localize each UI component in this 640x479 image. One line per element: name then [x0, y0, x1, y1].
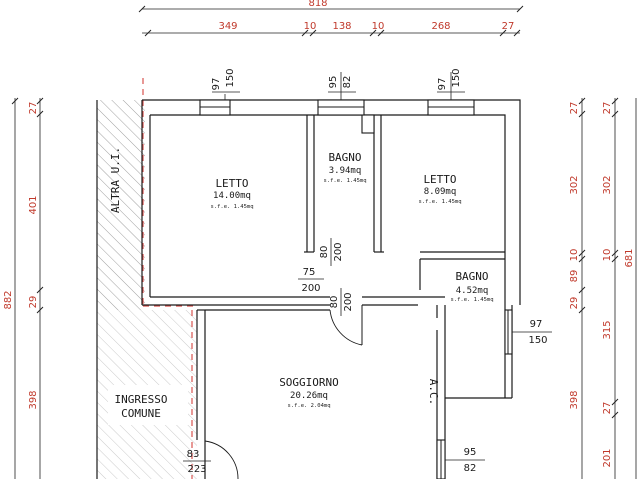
door-4-h: 223 — [187, 464, 206, 475]
room-name: LETTO — [215, 177, 248, 190]
room-area: 4.52mq — [456, 286, 489, 296]
door-1-h: 200 — [333, 242, 344, 261]
room-sfe: s.f.e. 2.04mq — [287, 403, 330, 409]
window-1-h: 150 — [225, 68, 236, 87]
window-5-w: 95 — [464, 447, 477, 458]
dim-left-27: 27 — [28, 102, 39, 115]
left-dimensions: 882 27 401 29 398 — [3, 97, 44, 479]
dim-right-total: 681 — [624, 248, 635, 267]
dim-right-b-302: 302 — [602, 175, 613, 194]
room-bagno-2: BAGNO 4.52mq s.f.e. 1.45mq — [450, 270, 493, 303]
label-ac: A.C. — [427, 379, 440, 406]
window-2-h: 82 — [342, 76, 353, 89]
walls — [141, 99, 521, 479]
window-3-h: 150 — [451, 68, 462, 87]
door-2-w: 75 — [303, 267, 316, 278]
door-4-w: 83 — [187, 449, 200, 460]
dim-right-b-201: 201 — [602, 448, 613, 467]
dim-left-total: 882 — [3, 290, 14, 309]
door-1-w: 80 — [319, 246, 330, 259]
dim-right-b-10: 10 — [602, 249, 613, 262]
window-1-w: 97 — [211, 78, 222, 91]
room-sfe: s.f.e. 1.45mq — [450, 297, 493, 303]
dim-right-a-10: 10 — [569, 249, 580, 262]
window-2-w: 95 — [328, 76, 339, 89]
dim-left-398: 398 — [28, 390, 39, 409]
room-name: BAGNO — [328, 151, 361, 164]
dim-top-10a: 10 — [304, 21, 317, 32]
dim-right-a-398: 398 — [569, 390, 580, 409]
door-2-h: 200 — [301, 283, 320, 294]
room-area: 14.00mq — [213, 191, 251, 201]
dim-right-a-89: 89 — [569, 270, 580, 283]
dim-top-10b: 10 — [372, 21, 385, 32]
windows: 97 150 95 82 97 150 97 150 95 82 — [199, 68, 552, 479]
dim-left-401: 401 — [28, 195, 39, 214]
door-3-w: 80 — [329, 296, 340, 309]
room-name: LETTO — [423, 173, 456, 186]
dim-right-b-315: 315 — [602, 320, 613, 339]
dim-right-a-27: 27 — [569, 102, 580, 115]
common-area: ALTRA U.I. INGRESSO COMUNE — [96, 78, 197, 479]
room-area: 3.94mq — [329, 166, 362, 176]
room-name: BAGNO — [455, 270, 488, 283]
dim-top-268: 268 — [431, 21, 450, 32]
dim-top-27: 27 — [502, 21, 515, 32]
room-soggiorno: SOGGIORNO 20.26mq s.f.e. 2.04mq — [279, 376, 339, 409]
dim-top-349: 349 — [218, 21, 237, 32]
label-altra-ui: ALTRA U.I. — [109, 147, 122, 213]
room-area: 20.26mq — [290, 391, 328, 401]
room-sfe: s.f.e. 1.45mq — [210, 204, 253, 210]
window-5-h: 82 — [464, 463, 477, 474]
dim-right-b-27: 27 — [602, 102, 613, 115]
dim-top-138: 138 — [332, 21, 351, 32]
window-3-w: 97 — [437, 78, 448, 91]
room-sfe: s.f.e. 1.45mq — [418, 199, 461, 205]
room-sfe: s.f.e. 1.45mq — [323, 178, 366, 184]
room-letto-1: LETTO 14.00mq s.f.e. 1.45mq — [210, 177, 253, 210]
top-dimensions: 818 349 10 138 10 268 27 — [138, 0, 524, 37]
window-4-w: 97 — [530, 319, 543, 330]
right-dimensions: 27 302 10 89 29 398 27 302 10 315 27 201… — [569, 97, 637, 479]
window-4-h: 150 — [528, 335, 547, 346]
dim-right-a-302: 302 — [569, 175, 580, 194]
dim-right-a-29: 29 — [569, 297, 580, 310]
room-letto-2: LETTO 8.09mq s.f.e. 1.45mq — [418, 173, 461, 205]
room-bagno-1: BAGNO 3.94mq s.f.e. 1.45mq — [323, 151, 366, 184]
dim-right-b-27b: 27 — [602, 402, 613, 415]
room-area: 8.09mq — [424, 187, 457, 197]
dim-top-total: 818 — [308, 0, 327, 9]
doors: 80 200 75 200 80 200 83 223 — [183, 238, 363, 479]
dim-left-29: 29 — [28, 296, 39, 309]
label-comune: COMUNE — [121, 407, 161, 420]
room-name: SOGGIORNO — [279, 376, 339, 389]
door-3-h: 200 — [343, 292, 354, 311]
label-ingresso: INGRESSO — [115, 393, 168, 406]
